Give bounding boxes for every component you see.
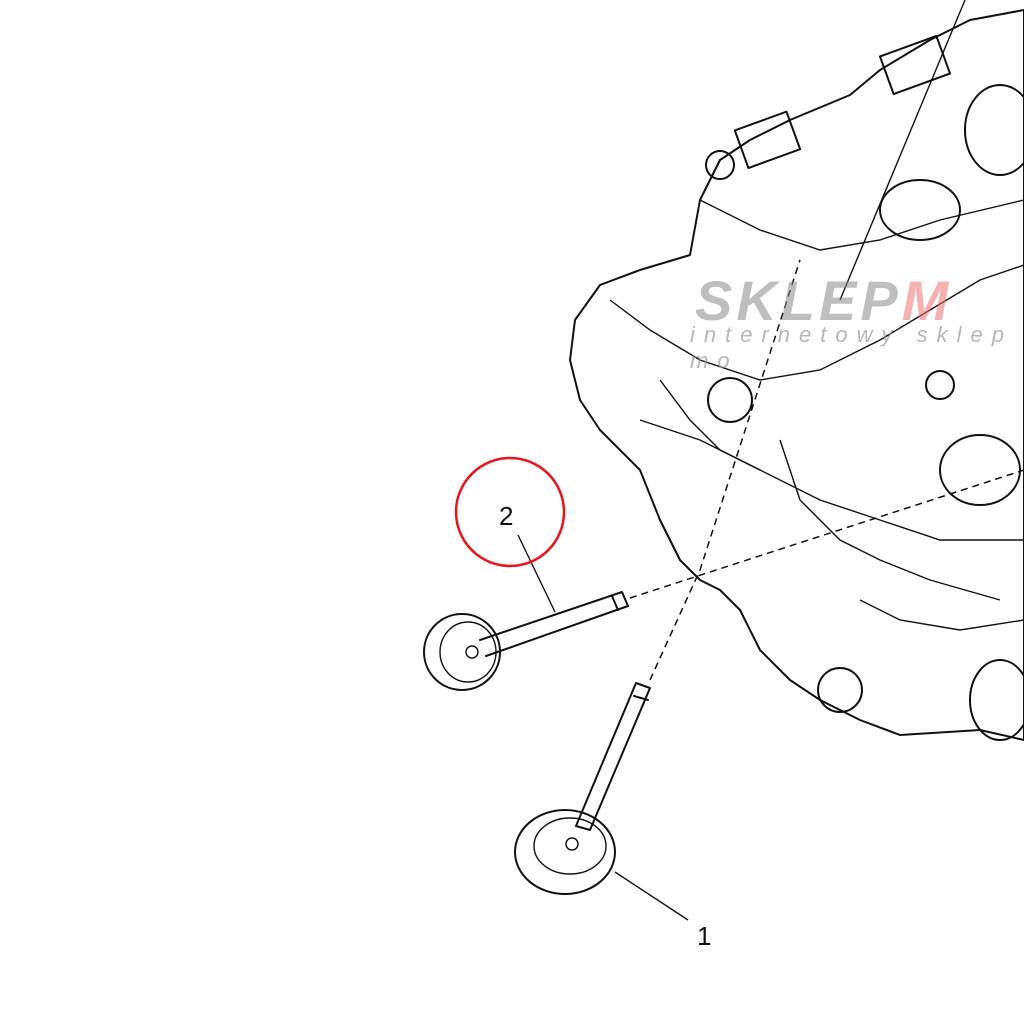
callout-2[interactable]: 2	[499, 501, 514, 531]
watermark-brand: SKLEPM	[695, 269, 953, 332]
valve-1	[514, 682, 651, 895]
assembly-line-2	[629, 469, 1024, 599]
valve-2	[423, 591, 629, 691]
leader-line-2	[517, 534, 556, 613]
cylinder-head	[569, 9, 1024, 741]
highlight-circle	[454, 456, 566, 568]
assembly-line-1	[649, 259, 801, 681]
watermark-tagline: internetowy sklep mo	[690, 322, 1013, 373]
leader-line-1	[614, 871, 689, 921]
callout-1[interactable]: 1	[697, 921, 712, 951]
